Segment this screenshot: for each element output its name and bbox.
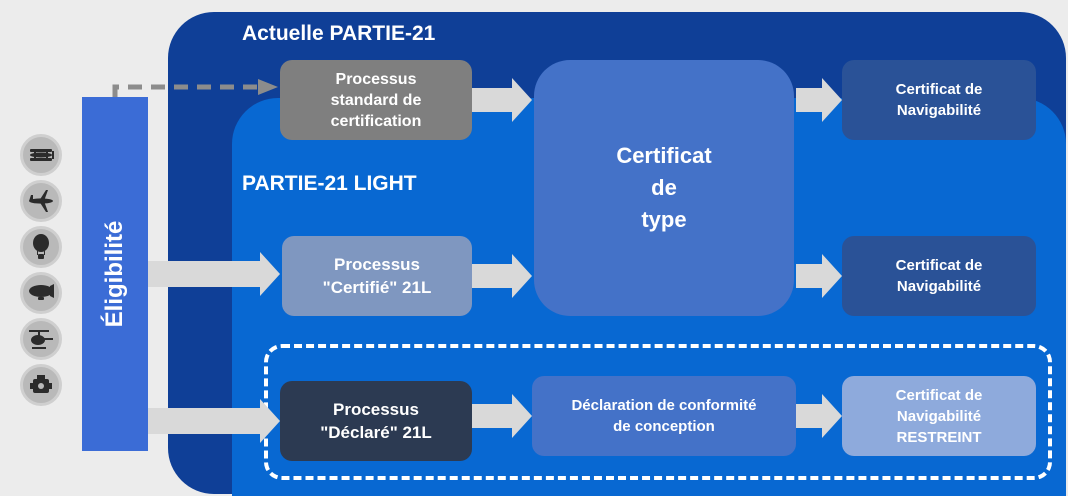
arrow-standard-to-type [472, 78, 532, 122]
hot-air-balloon-icon [20, 226, 62, 268]
arrow-declared-to-conformity [472, 394, 532, 438]
airworthiness-certificate-2: Certificat de Navigabilité [842, 236, 1036, 316]
certified-21l-process: Processus "Certifié" 21L [282, 236, 472, 316]
engine-icon [20, 364, 62, 406]
biplane-icon [20, 134, 62, 176]
airplane-icon [20, 180, 62, 222]
arrow-type-to-airworthiness-1 [796, 78, 842, 122]
part21-light-title: PARTIE-21 LIGHT [242, 172, 417, 195]
helicopter-icon [20, 318, 62, 360]
design-conformity-declaration: Déclaration de conformité de conception [532, 376, 796, 456]
arrow-certified-to-type [472, 254, 532, 298]
type-certificate: Certificat de type [534, 60, 794, 316]
arrow-eligibility-to-declared [148, 399, 280, 443]
arrow-type-to-airworthiness-2 [796, 254, 842, 298]
dashed-arrow [112, 79, 278, 97]
eligibility-bar [82, 97, 148, 451]
restricted-airworthiness-certificate: Certificat de Navigabilité RESTREINT [842, 376, 1036, 456]
declared-21l-process: Processus "Déclaré" 21L [280, 381, 472, 461]
airworthiness-certificate-1: Certificat de Navigabilité [842, 60, 1036, 140]
current-part21-title: Actuelle PARTIE-21 [242, 22, 436, 45]
airship-icon [20, 272, 62, 314]
arrow-eligibility-to-certified [148, 252, 280, 296]
arrow-conformity-to-restricted [796, 394, 842, 438]
standard-certification-process: Processus standard de certification [280, 60, 472, 140]
